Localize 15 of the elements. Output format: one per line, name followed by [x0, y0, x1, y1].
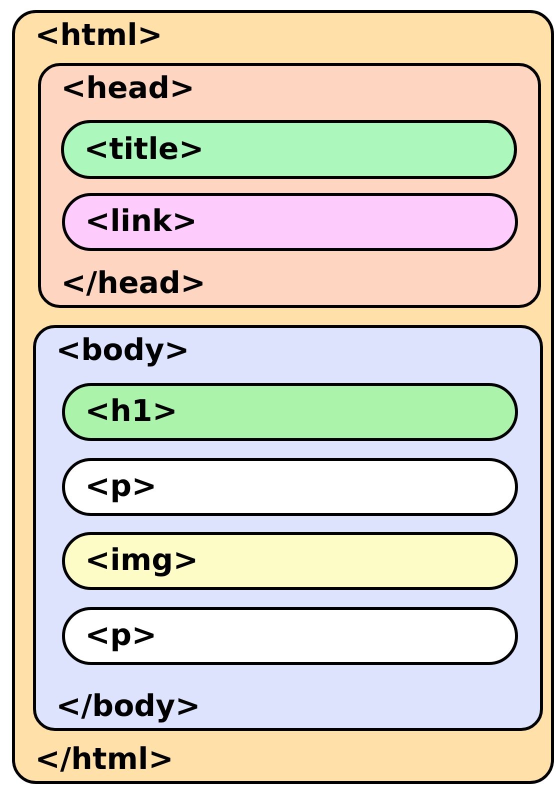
tag-label: </html> [35, 743, 174, 777]
tag-label: <link> [85, 205, 198, 239]
tag-label: </body> [56, 690, 200, 724]
tag-label: <img> [85, 544, 198, 578]
tag-label: <p> [85, 619, 157, 653]
tag-label: <h1> [85, 395, 178, 429]
tag-label: <body> [56, 334, 190, 368]
tag-label: <html> [35, 19, 163, 53]
container-panel [33, 325, 543, 731]
tag-label: <title> [84, 132, 204, 166]
tag-label: <p> [85, 470, 157, 504]
tag-label: </head> [61, 267, 206, 301]
tag-label: <head> [61, 72, 195, 106]
container-panel [12, 10, 554, 784]
container-panel [38, 63, 541, 308]
